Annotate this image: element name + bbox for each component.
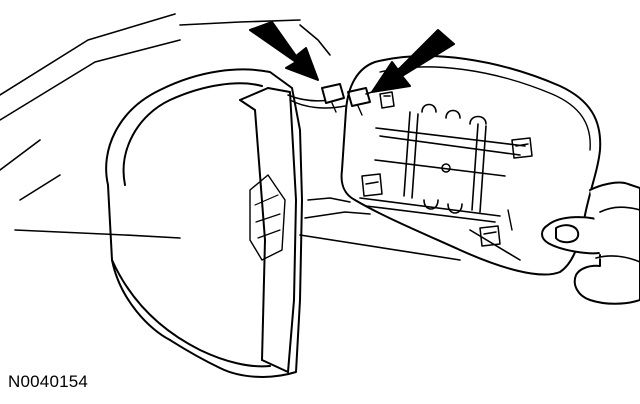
connector-left (322, 84, 344, 103)
motor-recess (250, 175, 285, 260)
fingers (575, 183, 640, 304)
hand (542, 183, 640, 304)
arrow-right (372, 30, 454, 92)
glass-frame-left (240, 100, 265, 360)
housing-outer-shell (106, 69, 302, 376)
glass-frame-right (268, 88, 296, 372)
support-ribs (360, 112, 525, 222)
wire-2 (290, 100, 345, 108)
center-hole (442, 164, 450, 172)
arrow-left (250, 22, 318, 80)
mirror-glass-back (342, 56, 601, 274)
retaining-clips (362, 92, 532, 246)
housing-inner-rim (124, 83, 262, 185)
thumbnail (556, 225, 578, 242)
glass-backing-plate (342, 56, 601, 274)
wiring-harness (288, 84, 378, 115)
connector-right (348, 88, 370, 106)
figure-id-label: N0040154 (8, 372, 89, 391)
indicator-arrows (250, 22, 454, 92)
housing-lower-curve (112, 260, 270, 366)
vehicle-body-lines (0, 14, 520, 260)
arch-tabs (422, 105, 486, 214)
mirror-housing (106, 69, 302, 376)
